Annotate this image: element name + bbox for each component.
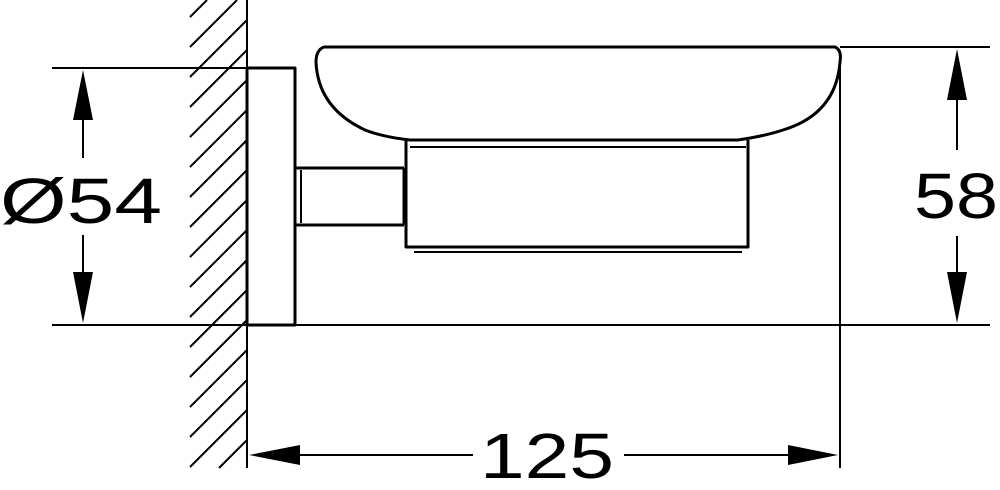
arrowhead-up [73,70,93,120]
hatch-stroke [218,439,248,469]
wall-hatching [189,0,248,469]
hatch-stroke [189,79,248,138]
arrowhead-up [947,49,967,100]
hatch-stroke [189,349,248,408]
arrowhead-left [249,445,300,465]
soap-dish-bowl [314,45,842,142]
hatch-stroke [189,229,248,288]
arrowhead-right [788,445,838,465]
hatch-stroke [189,0,238,48]
depth-dimension: 125 [249,420,838,490]
support-arm [295,166,406,227]
depth-label: 125 [480,420,614,490]
hatch-stroke [189,109,248,168]
hatch-stroke [189,289,248,348]
hatch-stroke [189,259,248,318]
hatch-stroke [189,319,248,378]
hatch-stroke [189,199,248,258]
hatch-stroke [189,0,208,18]
hatch-stroke [189,139,248,198]
hatch-stroke [189,169,248,228]
diameter-dimension: Ø54 [0,70,162,323]
arrowhead-down [73,272,93,323]
mounting-plate [245,66,297,327]
height-label: 58 [914,160,998,232]
diameter-label: Ø54 [0,165,162,237]
arrowhead-down [947,272,967,323]
dish-holder [404,140,750,249]
hatch-stroke [189,409,248,468]
hatch-stroke [189,49,248,108]
height-dimension: 58 [914,49,998,323]
hatch-stroke [189,379,248,438]
